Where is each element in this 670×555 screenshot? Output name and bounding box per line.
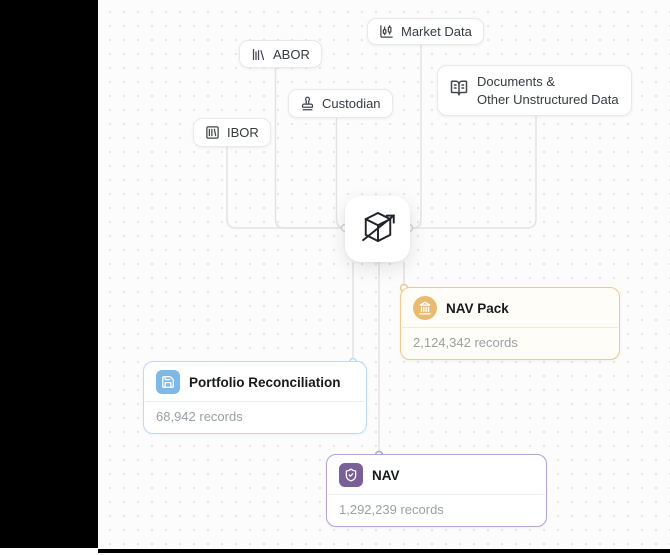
open-book-icon [450, 79, 468, 102]
node-documents-line2: Other Unstructured Data [477, 91, 619, 107]
node-nav-pack[interactable]: NAV Pack 2,124,342 records [400, 287, 620, 360]
cube-arrow-logo [357, 206, 399, 253]
landmark-icon [413, 296, 437, 320]
node-documents-line1: Documents & [477, 74, 556, 89]
save-icon [156, 370, 180, 394]
node-nav[interactable]: NAV 1,292,239 records [326, 454, 547, 527]
portfolio-divider [145, 401, 365, 402]
hub-node[interactable] [345, 196, 410, 262]
nav-pack-title: NAV Pack [446, 300, 509, 316]
nav-header: NAV [327, 455, 546, 494]
node-ibor[interactable]: IBOR [193, 118, 271, 147]
library-icon [251, 47, 266, 62]
node-documents[interactable]: Documents & Other Unstructured Data [437, 65, 632, 117]
candlestick-chart-icon [379, 24, 394, 39]
node-ibor-label: IBOR [227, 125, 259, 140]
portfolio-title: Portfolio Reconciliation [189, 374, 341, 390]
nav-pack-records: 2,124,342 records [413, 335, 518, 350]
stamp-icon [300, 96, 315, 111]
bottom-black-bar [98, 549, 670, 553]
node-custodian[interactable]: Custodian [288, 89, 393, 118]
nav-title: NAV [372, 467, 400, 483]
left-black-panel [0, 0, 98, 548]
library-big-icon [205, 125, 220, 140]
nav-pack-header: NAV Pack [401, 288, 619, 327]
node-abor[interactable]: ABOR [239, 40, 322, 68]
portfolio-header: Portfolio Reconciliation [144, 362, 366, 401]
shield-check-icon [339, 463, 363, 487]
node-custodian-label: Custodian [322, 96, 381, 111]
nav-divider [328, 494, 545, 495]
node-market-data[interactable]: Market Data [367, 18, 484, 45]
node-abor-label: ABOR [273, 46, 310, 62]
nav-pack-divider [402, 327, 618, 328]
node-market-data-label: Market Data [401, 24, 472, 39]
portfolio-records: 68,942 records [156, 409, 243, 424]
node-documents-label: Documents & Other Unstructured Data [477, 73, 619, 108]
nav-records: 1,292,239 records [339, 502, 444, 517]
node-portfolio-reconciliation[interactable]: Portfolio Reconciliation 68,942 records [143, 361, 367, 434]
